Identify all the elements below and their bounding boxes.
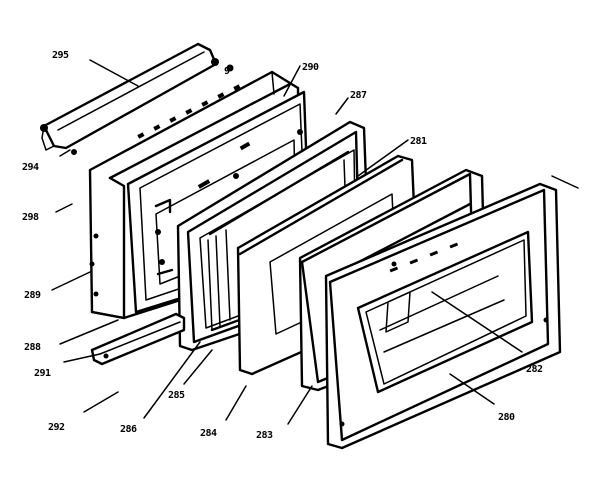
label-298: 298 xyxy=(22,212,39,223)
label-292: 292 xyxy=(48,422,65,433)
label-281: 281 xyxy=(410,136,427,147)
panel-screw-holes xyxy=(89,233,99,297)
leader-lines xyxy=(51,59,579,425)
front-door-trim xyxy=(324,182,562,450)
label-286: 286 xyxy=(120,424,137,435)
label-288: 288 xyxy=(24,342,41,353)
part-labels: 295 9 290 287 281 294 298 289 288 291 29… xyxy=(22,50,544,441)
label-9: 9 xyxy=(224,66,230,77)
label-280: 280 xyxy=(498,412,515,423)
label-282: 282 xyxy=(526,364,543,375)
label-285: 285 xyxy=(168,390,185,401)
label-289: 289 xyxy=(24,290,41,301)
label-295: 295 xyxy=(52,50,69,61)
label-290: 290 xyxy=(302,62,319,73)
label-283: 283 xyxy=(256,430,273,441)
label-291: 291 xyxy=(34,368,51,379)
handle-screw xyxy=(71,64,234,155)
label-294: 294 xyxy=(22,162,39,173)
door-top-trim-slots xyxy=(389,242,459,273)
door-handle xyxy=(40,42,219,151)
label-287: 287 xyxy=(350,90,367,101)
label-284: 284 xyxy=(200,428,217,439)
bottom-channel xyxy=(90,312,186,366)
panel-slots xyxy=(137,84,241,139)
